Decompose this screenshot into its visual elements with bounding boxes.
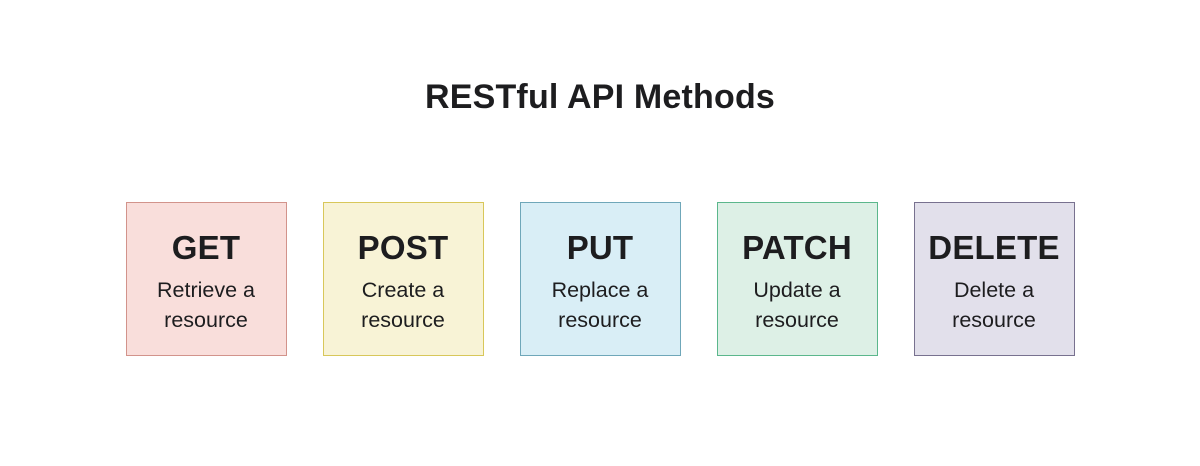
method-description: Retrieve a resource [127, 275, 286, 335]
methods-row: GET Retrieve a resource POST Create a re… [0, 202, 1200, 356]
method-description: Create a resource [324, 275, 483, 335]
method-description-line: Delete a [953, 278, 1035, 302]
page-title: RESTful API Methods [424, 78, 776, 116]
method-description: Delete a resource [915, 275, 1074, 335]
method-description-line: resource [558, 308, 642, 332]
method-name: PUT [566, 229, 634, 266]
method-description: Update a resource [718, 275, 877, 335]
method-card-post: POST Create a resource [322, 202, 484, 356]
method-description-line: Create a [361, 278, 445, 302]
method-description-line: resource [361, 308, 445, 332]
method-description-line: resource [755, 308, 839, 332]
method-description-line: Update a [753, 278, 841, 302]
method-name: DELETE [928, 229, 1060, 266]
method-name: POST [357, 229, 449, 266]
method-card-delete: DELETE Delete a resource [913, 202, 1075, 356]
method-description-line: resource [164, 308, 248, 332]
method-description-line: Replace a [551, 278, 649, 302]
method-card-patch: PATCH Update a resource [716, 202, 878, 356]
method-name: PATCH [742, 229, 852, 266]
method-description: Replace a resource [521, 275, 680, 335]
method-description-line: Retrieve a [157, 278, 255, 302]
method-card-put: PUT Replace a resource [519, 202, 681, 356]
method-name: GET [171, 229, 241, 266]
method-card-get: GET Retrieve a resource [125, 202, 287, 356]
method-description-line: resource [952, 308, 1036, 332]
